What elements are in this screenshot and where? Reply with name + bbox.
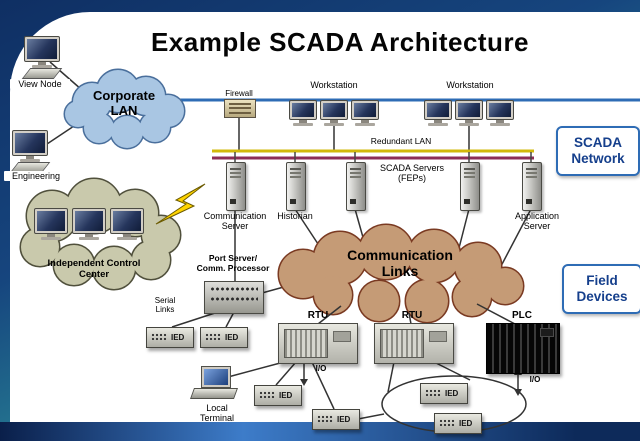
- ied-label: IED: [445, 389, 459, 398]
- workstation-monitor-icon: [351, 100, 379, 126]
- workstation-monitor-icon: [455, 100, 483, 126]
- application-server-tower-icon: [522, 162, 542, 211]
- corporate-lan-label: Corporate LAN: [92, 88, 156, 118]
- workstation-group-right: [424, 100, 514, 126]
- rtu-io-label: I/O: [315, 364, 327, 373]
- local-terminal-label: Local Terminal: [199, 403, 234, 424]
- historian-label: Historian: [277, 211, 313, 221]
- plc-device-icon: [486, 323, 560, 374]
- scada-network-box: SCADA Network: [556, 126, 640, 176]
- control-center-monitor-icon: [110, 208, 144, 240]
- engineering-computer-icon: [12, 130, 48, 162]
- workstation-monitor-icon: [289, 100, 317, 126]
- independent-control-center-label: Independent Control Center: [47, 258, 141, 280]
- communication-server-label: Communication Server: [203, 211, 267, 232]
- ied-device: IED: [312, 409, 360, 430]
- communication-links-label: Communication Links: [347, 247, 453, 280]
- view-node-label: View Node: [10, 79, 70, 90]
- scada-fep-server-tower-icon: [346, 162, 366, 211]
- workstation-right-label: Workstation: [446, 80, 494, 90]
- port-server-device-icon: [204, 281, 264, 314]
- workstation-monitor-icon: [320, 100, 348, 126]
- ied-ports-icon: [151, 333, 167, 342]
- scada-fep-server-tower-icon: [460, 162, 480, 211]
- port-server-label: Port Server/ Comm. Processor: [196, 253, 270, 273]
- firewall-device-icon: [224, 99, 256, 118]
- redundant-lan-label: Redundant LAN: [370, 136, 432, 146]
- scada-servers-label: SCADA Servers (FEPs): [379, 163, 445, 184]
- application-server-label: Application Server: [514, 211, 560, 232]
- plc-label: PLC: [512, 310, 532, 321]
- serial-links-label: Serial Links: [154, 296, 176, 315]
- engineering-label: Engineering: [4, 171, 68, 182]
- ied-label: IED: [171, 333, 185, 342]
- network-lines-behind: [43, 61, 640, 328]
- local-terminal-laptop-icon: [189, 366, 239, 399]
- view-node-computer-icon: [24, 36, 60, 68]
- ied-label: IED: [225, 333, 239, 342]
- communication-server-tower-icon: [226, 162, 246, 211]
- ied-ports-icon: [205, 333, 221, 342]
- ied-device: IED: [146, 327, 194, 348]
- ied-device: IED: [434, 413, 482, 434]
- rtu-device-icon: [278, 323, 358, 364]
- firewall-label: Firewall: [225, 89, 253, 98]
- field-devices-box: Field Devices: [562, 264, 640, 314]
- ied-device: IED: [254, 385, 302, 406]
- ied-label: IED: [337, 415, 351, 424]
- ied-ports-icon: [439, 419, 455, 428]
- slide-title: Example SCADA Architecture: [150, 27, 530, 57]
- ied-ports-icon: [317, 415, 333, 424]
- ied-ports-icon: [425, 389, 441, 398]
- plc-io-label: I/O: [529, 375, 541, 384]
- rtu-right-label: RTU: [401, 310, 423, 321]
- ied-device: IED: [200, 327, 248, 348]
- lightning-bolt-icon: [155, 183, 206, 225]
- rtu-device-icon: [374, 323, 454, 364]
- workstation-monitor-icon: [486, 100, 514, 126]
- ied-device: IED: [420, 383, 468, 404]
- ied-label: IED: [459, 419, 473, 428]
- control-center-monitors: [34, 208, 144, 240]
- ied-label: IED: [279, 391, 293, 400]
- rtu-left-label: RTU: [307, 310, 329, 321]
- control-center-monitor-icon: [72, 208, 106, 240]
- historian-server-tower-icon: [286, 162, 306, 211]
- workstation-monitor-icon: [424, 100, 452, 126]
- ied-ports-icon: [259, 391, 275, 400]
- workstation-group-left: [289, 100, 379, 126]
- control-center-monitor-icon: [34, 208, 68, 240]
- workstation-left-label: Workstation: [310, 80, 358, 90]
